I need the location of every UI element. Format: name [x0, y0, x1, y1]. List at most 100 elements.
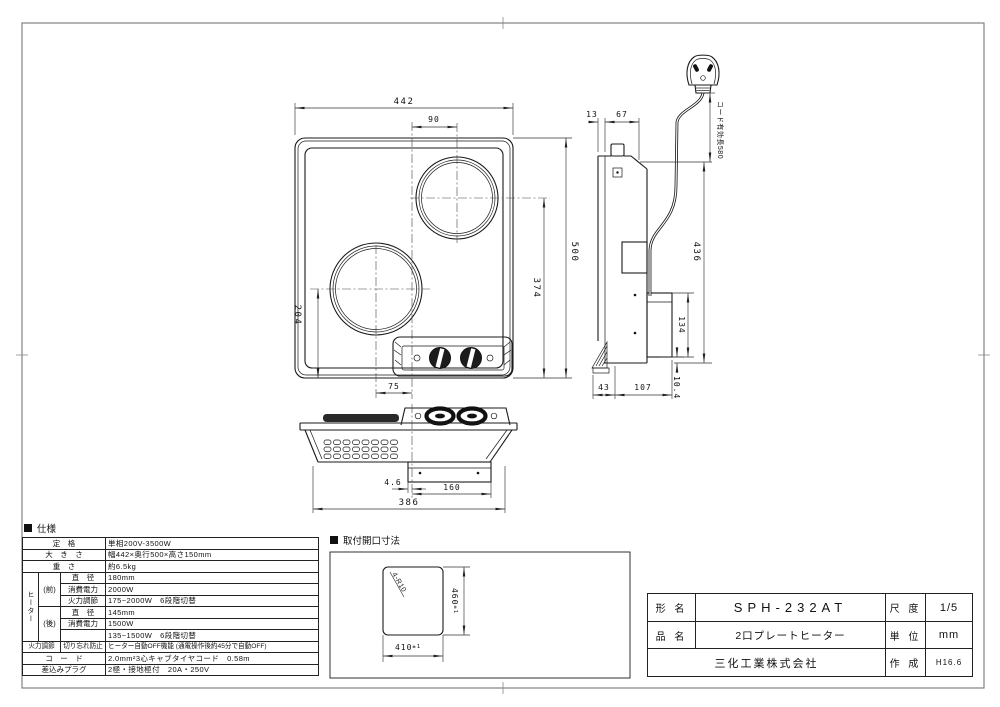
product-name-label: 品 名 [647, 621, 696, 649]
rear-power-value: 1500W [105, 617, 319, 630]
table-row: 重 さ約6.5kg [22, 560, 319, 573]
diameter-label: 直 径 [60, 571, 106, 584]
autooff-category-label: 火力調節 [22, 640, 61, 653]
rear-burner-label: (後) [38, 606, 61, 642]
control-panel-front [400, 407, 511, 426]
dim-height: 436 [691, 242, 701, 263]
spec-section-header: 仕様 [24, 521, 56, 535]
autooff-value: ヒーター自動OFF機能 (通電操作後約45分で自動OFF) [105, 640, 319, 653]
cutout-width-label: 410±1 [395, 643, 421, 652]
back-rail [323, 414, 399, 422]
weight-value: 約6.5kg [105, 560, 319, 573]
square-bullet-icon [24, 524, 32, 532]
power-cord [648, 92, 705, 296]
cutout-section-header: 取付開口寸法 [330, 533, 400, 547]
power-label: 消費電力 [60, 583, 106, 596]
model-number: SPH-232AT [695, 593, 886, 622]
mounting-foot [591, 340, 610, 374]
rating-label: 定 格 [22, 537, 106, 550]
cord-label: コ ー ド [22, 652, 106, 665]
scale-label: 尺 度 [885, 593, 926, 622]
table-row: 形 名 SPH-232AT 尺 度 1/5 [647, 593, 973, 622]
dim-body-depth: 107 [634, 383, 651, 392]
front-power-value: 2000W [105, 583, 319, 596]
table-row: 135~1500W 6段階切替 [23, 629, 319, 642]
dim-left-depth: 204 [292, 305, 302, 326]
cord-value: 2.0mm²3心キャブタイヤコード 0.58m [105, 652, 319, 665]
power-plug [686, 54, 720, 94]
rear-range-value: 135~1500W 6段階切替 [105, 629, 319, 642]
unit-value: mm [925, 621, 973, 649]
side-view-dimensions: 13 67 コード有効長580 436 134 10.4 43 107 [586, 92, 725, 399]
autooff-label: 切り忘れ防止 [60, 640, 106, 653]
table-row: 品 名 2口プレートヒーター 単 位 mm [647, 621, 973, 649]
date-value: H16.6 [925, 648, 973, 677]
vent-slots [323, 439, 398, 459]
plug-label: 差込みプラグ [22, 663, 106, 676]
plug-blade-right [707, 64, 713, 72]
top-view: 442 90 500 374 204 75 [292, 97, 579, 399]
dim-offset: 4.6 [384, 478, 401, 487]
terminal-box-front [407, 461, 492, 483]
side-terminal-box [646, 292, 673, 358]
top-view-dimensions: 442 90 500 374 204 75 [292, 97, 579, 395]
dim-cord-length: コード有効長580 [716, 101, 725, 159]
cutout-height-label: 460±1 [450, 588, 459, 614]
dim-box-height: 134 [677, 316, 686, 333]
dim-front-depth: 43 [598, 383, 610, 392]
unit-label: 単 位 [885, 621, 926, 649]
rear-diameter-value: 145mm [105, 606, 319, 619]
table-row: 火力調節切り忘れ防止ヒーター自動OFF機能 (通電操作後約45分で自動OFF) [22, 640, 319, 653]
table-row: 大 き さ幅442×奥行500×高さ150mm [22, 548, 319, 561]
side-mid-box [621, 241, 648, 274]
dim-bottom-gap: 10.4 [672, 376, 681, 399]
cutout-section-title: 取付開口寸法 [343, 536, 401, 547]
knob-side-profile [610, 143, 625, 157]
dim-top-depth: 67 [616, 110, 628, 119]
power-label: 消費電力 [60, 617, 106, 630]
range-label: 火力調節 [60, 594, 106, 607]
front-burner-label: (前) [38, 571, 61, 607]
square-bullet-icon [330, 536, 338, 544]
dim-burner-offset: 90 [428, 115, 440, 124]
table-row: 定 格単相200V-3500W [22, 537, 319, 550]
spec-section-title: 仕様 [37, 524, 57, 535]
model-label: 形 名 [647, 593, 696, 622]
front-diameter-value: 180mm [105, 571, 319, 584]
control-panel-top [392, 336, 513, 377]
pilot-lamp-left [413, 354, 421, 362]
heater-label: ヒーター [22, 571, 39, 642]
dim-bottom-offset: 75 [388, 382, 400, 391]
company-name: 三化工業株式会社 [647, 648, 886, 677]
side-view: 13 67 コード有効長580 436 134 10.4 43 107 [586, 54, 725, 399]
dim-overall-width: 442 [394, 97, 415, 107]
date-label: 作 成 [885, 648, 926, 677]
diameter-label: 直 径 [60, 606, 106, 619]
cutout-corner-note: 4-R10 [390, 572, 407, 594]
plug-ground-pin [700, 75, 706, 81]
rating-value: 単相200V-3500W [105, 537, 319, 550]
plug-blade-left [693, 64, 699, 72]
dim-front-gap: 13 [586, 110, 598, 119]
dim-overall-depth: 500 [569, 242, 579, 263]
dim-box-width: 160 [443, 483, 460, 492]
pilot-lamp-right [486, 354, 494, 362]
cutout-diagram: 4-R10 460±1 410±1 [329, 551, 631, 679]
dim-burner-depth: 374 [531, 278, 541, 299]
product-name: 2口プレートヒーター [695, 621, 886, 649]
drawing-frame [16, 17, 990, 694]
title-block: 形 名 SPH-232AT 尺 度 1/5 品 名 2口プレートヒーター 単 位… [647, 593, 973, 677]
dim-overall-width-front: 386 [399, 498, 420, 508]
spec-table: 定 格単相200V-3500W 大 き さ幅442×奥行500×高さ150mm … [22, 537, 319, 676]
front-view: 4.6 160 386 [299, 404, 518, 513]
front-view-dimensions: 4.6 160 386 [312, 466, 506, 513]
